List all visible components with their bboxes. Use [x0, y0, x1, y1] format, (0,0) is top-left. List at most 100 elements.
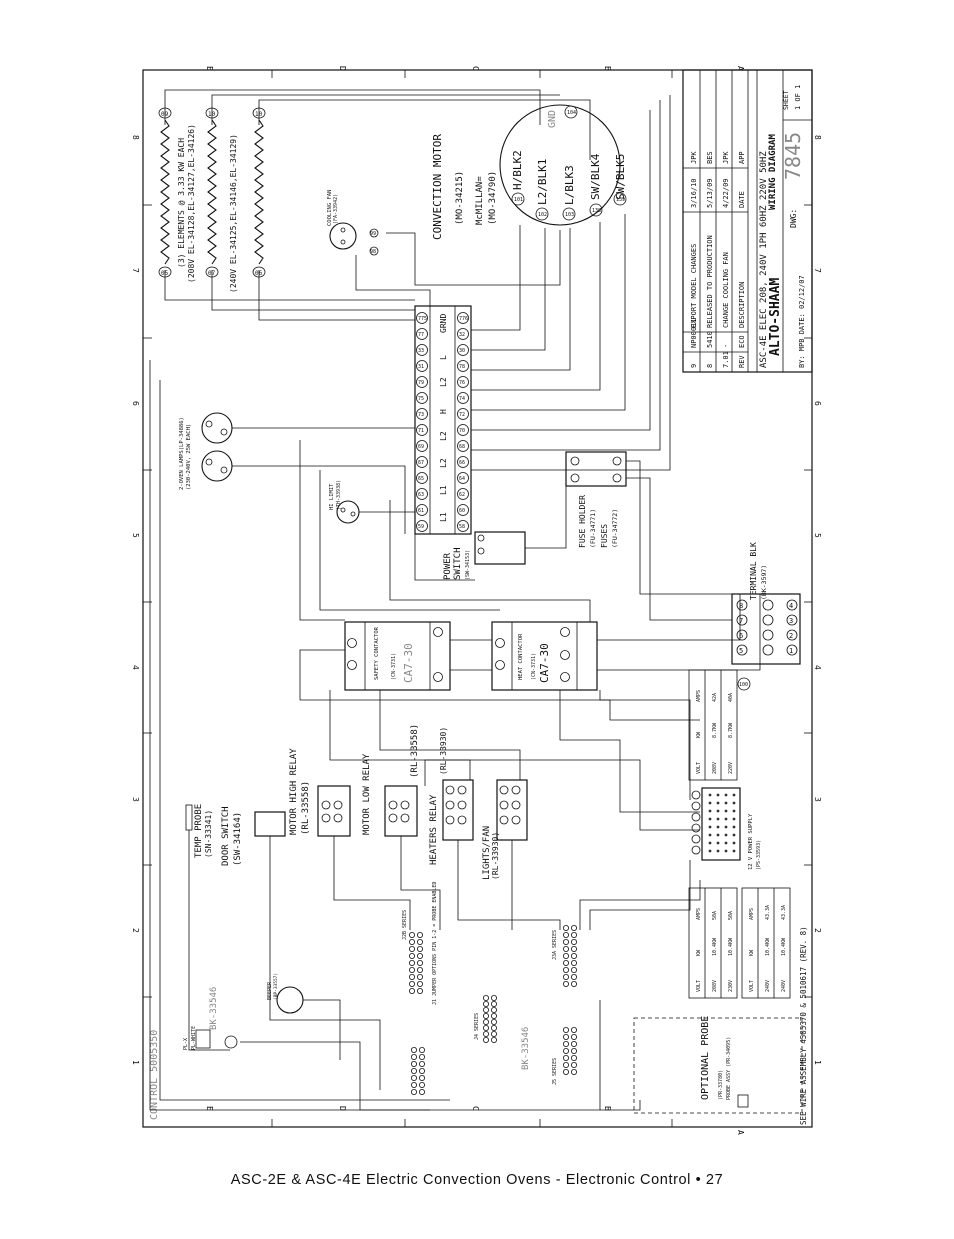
motor-lead-5: SW/BLK5 — [614, 154, 627, 200]
ratings-cell: VOLT — [749, 980, 755, 992]
contactor-pin — [433, 672, 443, 682]
lamps-spec: (230-240V, 25W EACH) — [186, 424, 192, 490]
tb-mid-pin — [762, 614, 774, 626]
fan-name: COOLING FAN — [327, 190, 333, 226]
optional-probe-assy: PROBE ASSY (PR-34095) — [726, 1037, 732, 1100]
connector-pin — [482, 995, 489, 1002]
connector-pin — [410, 1075, 417, 1082]
revision-cell: CHANGE COOLING FAN — [722, 252, 730, 328]
terminal-label: H — [439, 409, 448, 414]
hi-limit: HI LIMIT (TH-33938) — [329, 480, 360, 524]
elements-240v: (240V EL-34125,EL-34146,EL-34129) — [229, 134, 238, 293]
tb-top-number: 6 — [739, 632, 743, 640]
cooling-fan: 99 98 COOLING FAN (FA-33942) — [327, 190, 379, 256]
by-date: BY: MPB DATE: 02/12/07 — [798, 275, 806, 368]
connector-pin — [563, 1027, 570, 1034]
motor-low-part: (RL-33558) — [410, 724, 420, 778]
connector-pin — [563, 1048, 570, 1055]
ratings-cell: KW — [696, 731, 702, 738]
terminal-bottom-number: 74 — [459, 396, 465, 402]
ps-vent — [732, 849, 736, 853]
heat-name: HEAT CONTACTOR — [518, 633, 524, 680]
connector-pin — [408, 981, 415, 988]
connector-pin — [418, 1089, 425, 1096]
ratings-cell: AMPS — [749, 908, 755, 920]
conn-j5: J5 SERIES — [552, 1058, 558, 1085]
revision-cell: ECO — [738, 335, 746, 348]
terminal-bottom-number: 72 — [459, 412, 465, 418]
col-5-left: 5 — [131, 533, 140, 538]
revision-cell: - — [722, 344, 730, 348]
connector-pin — [410, 1054, 417, 1061]
col-8-right: 8 — [813, 135, 822, 140]
row-a-bottom: A — [736, 1130, 745, 1135]
connector-pin — [416, 946, 423, 953]
terminal-label: L2 — [439, 431, 448, 441]
safety-name: SAFETY CONTACTOR — [374, 626, 380, 680]
row-c-bottom: C — [471, 1106, 480, 1111]
terminal-top-pin — [416, 504, 428, 516]
col-5-right: 5 — [813, 533, 822, 538]
terminal-bottom-pin — [457, 440, 469, 452]
ps-terminal — [691, 845, 701, 855]
tb-bottom-number: 1 — [789, 647, 793, 655]
motor-lead-3: L/BLK3 — [563, 165, 576, 205]
terminal-bottom-pin — [457, 520, 469, 532]
motor-low-name: MOTOR LOW RELAY — [362, 753, 372, 835]
revision-cell: DATE — [738, 191, 746, 208]
ratings-cell: 10.4KW — [728, 937, 734, 956]
ratings-cell: 10.4KW — [765, 937, 771, 956]
contactor-pin — [347, 638, 357, 648]
connector-pin — [563, 1062, 570, 1069]
connector-pin — [571, 967, 578, 974]
relay-pin — [445, 815, 455, 825]
ps-part: (PS-33593) — [756, 840, 762, 870]
temp-probe: TEMP PROBE (SN-33341) — [185, 804, 213, 858]
ps-vent — [732, 809, 736, 813]
col-4-left: 4 — [131, 665, 140, 670]
tb-bottom-pin — [786, 614, 798, 626]
connector-pin — [571, 1062, 578, 1069]
connector-pin — [416, 939, 423, 946]
ratings-cell: 50A — [712, 911, 718, 920]
motor-part-2: (MO-34790) — [488, 171, 498, 225]
ratings-cell: 240V — [765, 980, 771, 992]
tb-part: (BK-3597) — [760, 565, 768, 600]
ratings-cell: 50A — [728, 911, 734, 920]
ps-terminal — [691, 834, 701, 844]
terminal-top-number: 77 — [418, 332, 424, 338]
connector-pin — [571, 960, 578, 967]
contactor-pin — [495, 638, 505, 648]
power-switch-name2: SWITCH — [453, 547, 463, 580]
terminal-top-pin — [416, 488, 428, 500]
fan-part: (FA-33942) — [333, 194, 339, 224]
col-3-left: 3 — [131, 797, 140, 802]
ps-vent — [708, 841, 712, 845]
terminal-bottom-number: 78 — [459, 364, 465, 370]
ratings-cell: 42A — [712, 693, 718, 702]
elements-208v: (208V EL-34128,EL-34127,EL-34126) — [187, 124, 196, 283]
tb-top-pin — [736, 629, 748, 641]
heaters-relay-name: HEATERS RELAY — [429, 794, 439, 865]
terminal-bottom-number: 62 — [459, 492, 465, 498]
ps-vent — [708, 809, 712, 813]
tb-bottom-pin — [786, 599, 798, 611]
control-bk: BK-33546 — [209, 987, 219, 1030]
connector-pin — [571, 925, 578, 932]
terminal-top-pin — [416, 344, 428, 356]
col-1-left: 1 — [131, 1060, 140, 1065]
col-6-right: 6 — [813, 401, 822, 406]
relay-pin — [333, 800, 343, 810]
sheet-label: SHEET — [782, 90, 790, 110]
terminal-label: L — [439, 355, 448, 360]
hilimit-name: HI LIMIT — [329, 483, 335, 510]
grid-ticks-lines — [143, 70, 812, 1127]
connector-pin — [416, 988, 423, 995]
connector-pin — [410, 1068, 417, 1075]
ps-vent — [708, 849, 712, 853]
contactor-pin — [560, 672, 570, 682]
row-d-bottom: D — [338, 1106, 347, 1111]
ratings-cell: 220V — [728, 762, 734, 774]
connector-pin — [490, 1007, 497, 1014]
